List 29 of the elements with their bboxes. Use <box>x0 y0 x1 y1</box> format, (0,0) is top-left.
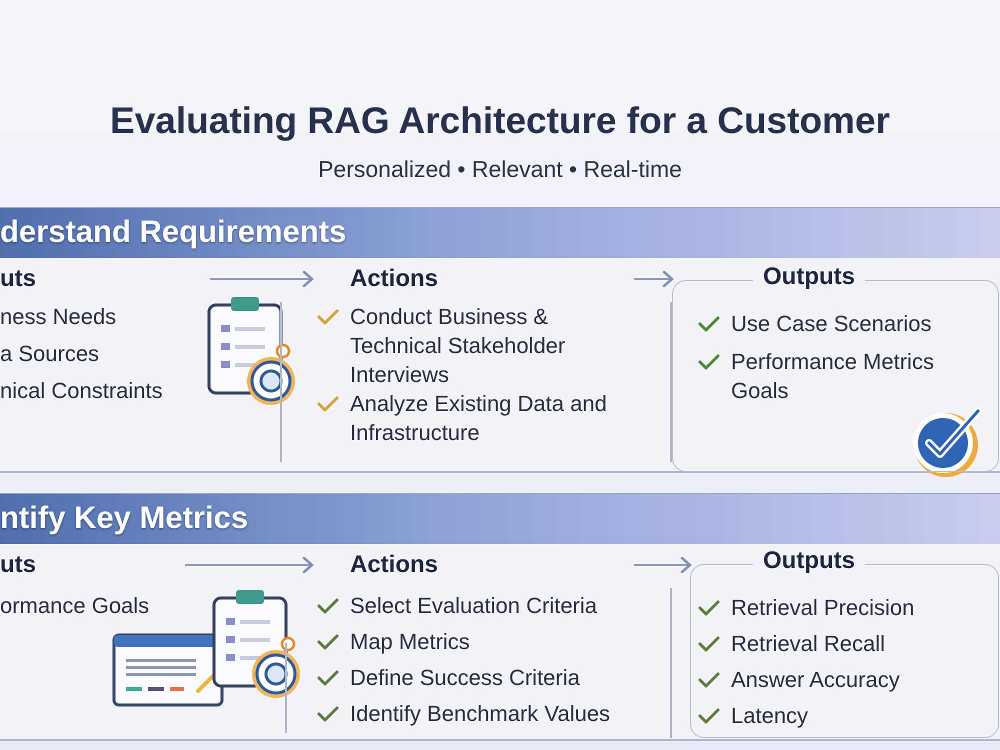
column-heading: Actions <box>350 265 438 293</box>
section-title: ntify Key Metrics <box>0 500 248 536</box>
section-panel <box>0 493 1000 741</box>
list-item: Latency <box>731 702 810 730</box>
list-item: Conduct Business & Technical Stakeholder Interviews <box>350 303 566 389</box>
list-item: nical Constraints <box>0 377 163 405</box>
arrow <box>634 556 692 574</box>
list-item: Answer Accuracy <box>731 666 901 694</box>
column-heading: uts <box>0 551 36 579</box>
list-item: Analyze Existing Data and Infrastructure <box>350 390 608 447</box>
list-item: ormance Goals <box>0 592 150 620</box>
arrow <box>210 270 314 288</box>
arrow <box>634 270 674 288</box>
subtitle: Personalized • Relevant • Real-time <box>317 156 683 183</box>
list-item: Use Case Scenarios <box>731 310 933 338</box>
title: Evaluating RAG Architecture for a Customer <box>109 100 891 142</box>
arrow <box>185 556 314 574</box>
column-heading: Actions <box>350 551 438 579</box>
list-item: a Sources <box>0 340 100 368</box>
column-heading: uts <box>0 265 36 293</box>
list-item: Retrieval Recall <box>731 630 886 658</box>
list-item: Retrieval Precision <box>731 594 916 622</box>
list-item: Identify Benchmark Values <box>350 700 612 728</box>
list-item: Define Success Criteria <box>350 664 581 692</box>
list-item: Performance Metrics Goals <box>731 348 935 405</box>
list-item: Select Evaluation Criteria <box>350 592 598 620</box>
list-item: Map Metrics <box>350 628 471 656</box>
section-title: derstand Requirements <box>0 214 346 250</box>
list-item: ness Needs <box>0 303 116 331</box>
